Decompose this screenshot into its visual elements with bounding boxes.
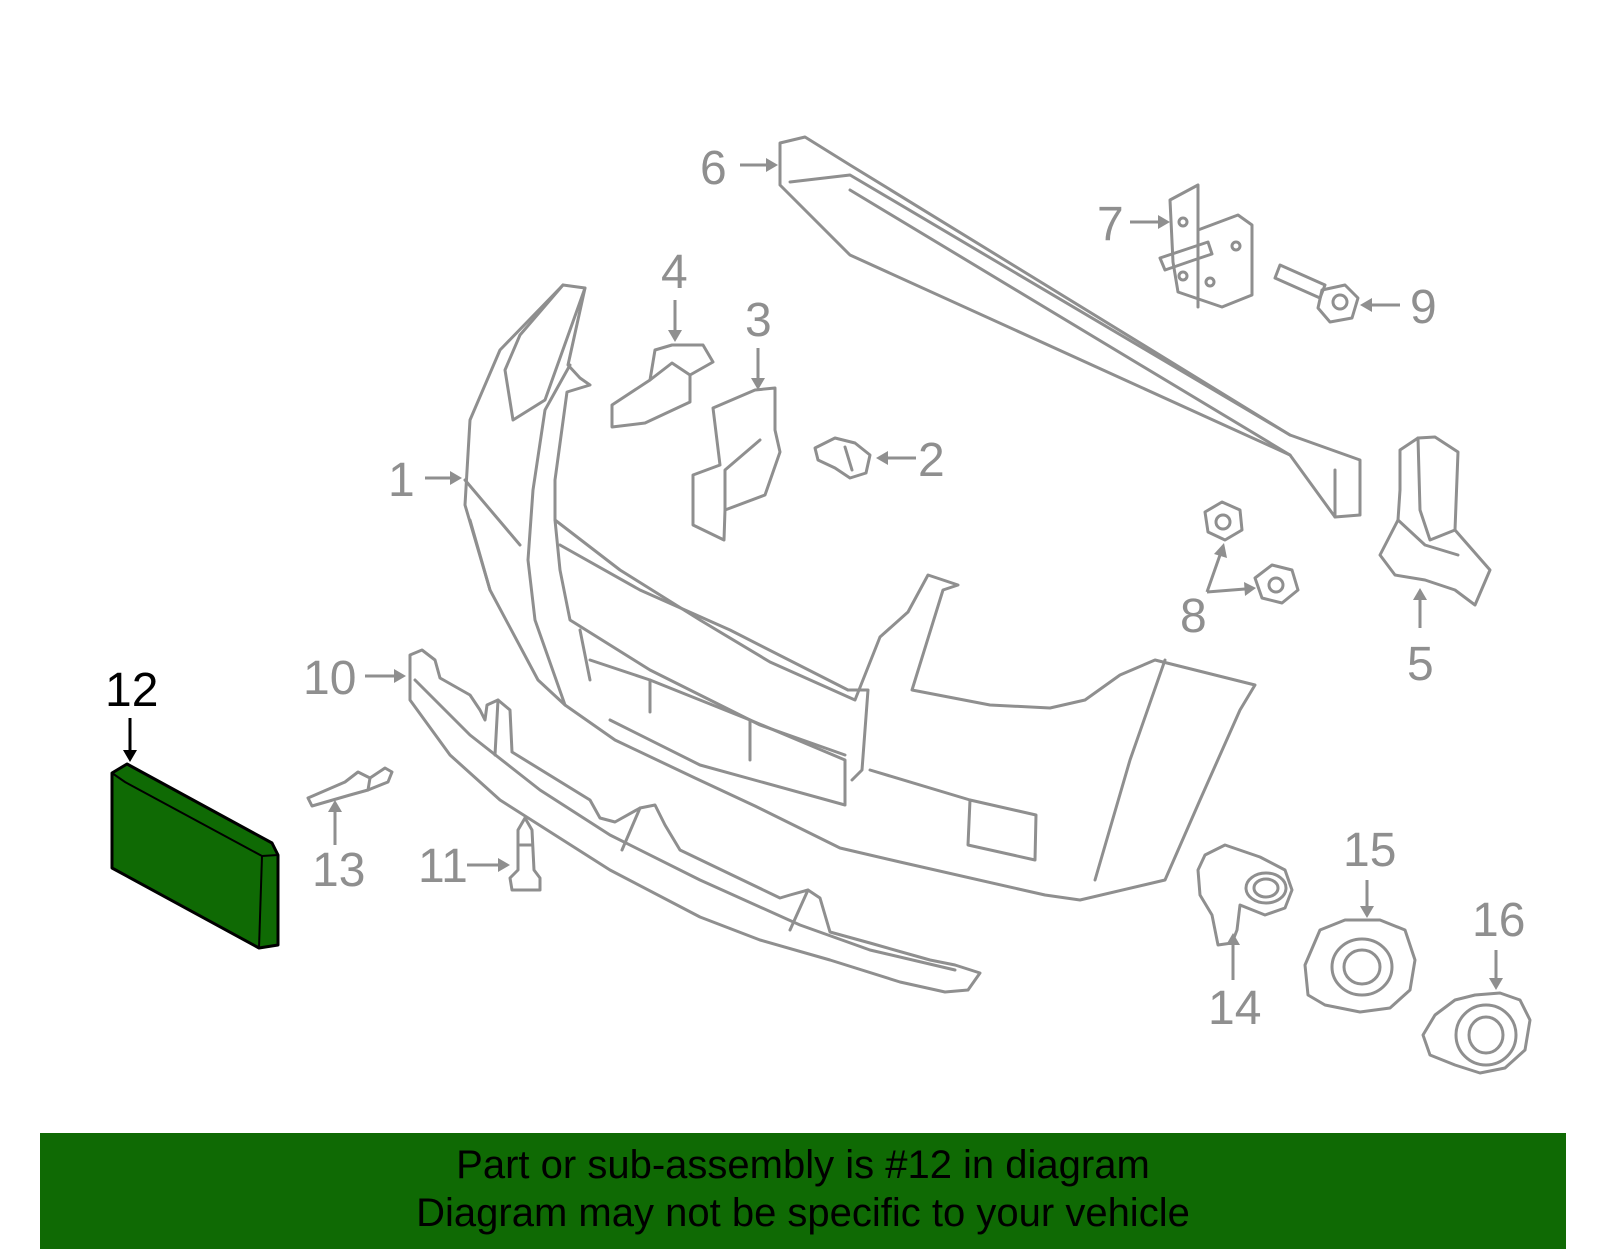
part-2-push-pin[interactable]: [813, 436, 872, 480]
callout-5: 5: [1407, 588, 1434, 691]
svg-text:9: 9: [1410, 281, 1437, 334]
svg-text:11: 11: [418, 840, 468, 893]
callout-16: 16: [1472, 894, 1525, 990]
svg-text:12: 12: [105, 664, 158, 717]
callout-10: 10: [303, 652, 406, 705]
svg-text:16: 16: [1472, 894, 1525, 947]
part-12-highlighted-pad[interactable]: [110, 762, 280, 950]
svg-text:5: 5: [1407, 638, 1434, 691]
svg-text:1: 1: [388, 454, 415, 507]
part-3-bracket[interactable]: [691, 386, 782, 542]
svg-text:4: 4: [661, 246, 688, 299]
callout-3: 3: [745, 294, 772, 390]
part-7-bracket[interactable]: [1158, 183, 1254, 309]
info-banner: Part or sub-assembly is #12 in diagram D…: [40, 1133, 1566, 1249]
part-1-bumper-cover[interactable]: [463, 283, 1257, 902]
part-8-nut-lower[interactable]: [1253, 563, 1300, 605]
svg-text:2: 2: [918, 434, 945, 487]
svg-text:7: 7: [1097, 198, 1124, 251]
svg-text:3: 3: [745, 294, 772, 347]
banner-line-disclaimer: Diagram may not be specific to your vehi…: [416, 1191, 1190, 1235]
part-11-push-clip[interactable]: [508, 816, 542, 892]
callout-4: 4: [661, 246, 688, 342]
svg-text:10: 10: [303, 652, 356, 705]
part-8-nut-upper[interactable]: [1203, 500, 1244, 542]
callout-9: 9: [1360, 281, 1437, 334]
callout-14: 14: [1208, 933, 1261, 1035]
callout-11: 11: [418, 840, 510, 893]
banner-line-part-info: Part or sub-assembly is #12 in diagram: [456, 1143, 1150, 1187]
part-4-bracket[interactable]: [610, 343, 715, 429]
callout-15: 15: [1343, 824, 1396, 918]
callout-8: 8: [1180, 543, 1256, 643]
part-6-reinforcement-beam[interactable]: [778, 135, 1362, 519]
part-9-bolt[interactable]: [1273, 263, 1360, 324]
part-5-bracket[interactable]: [1378, 435, 1492, 607]
part-13-rivet[interactable]: [306, 766, 394, 808]
svg-text:6: 6: [700, 142, 727, 195]
svg-text:8: 8: [1180, 590, 1207, 643]
callout-7: 7: [1097, 198, 1170, 251]
part-14-sensor[interactable]: [1196, 843, 1294, 947]
callout-12: 12: [105, 664, 158, 762]
callout-13: 13: [312, 800, 365, 897]
part-10-absorber[interactable]: [408, 648, 982, 994]
svg-text:13: 13: [312, 844, 365, 897]
part-16-retainer[interactable]: [1421, 991, 1532, 1075]
svg-text:15: 15: [1343, 824, 1396, 877]
callout-6: 6: [700, 142, 778, 195]
callout-1: 1: [388, 454, 462, 507]
callout-2: 2: [876, 434, 945, 487]
svg-text:14: 14: [1208, 982, 1261, 1035]
part-15-sensor-bracket[interactable]: [1303, 918, 1417, 1014]
